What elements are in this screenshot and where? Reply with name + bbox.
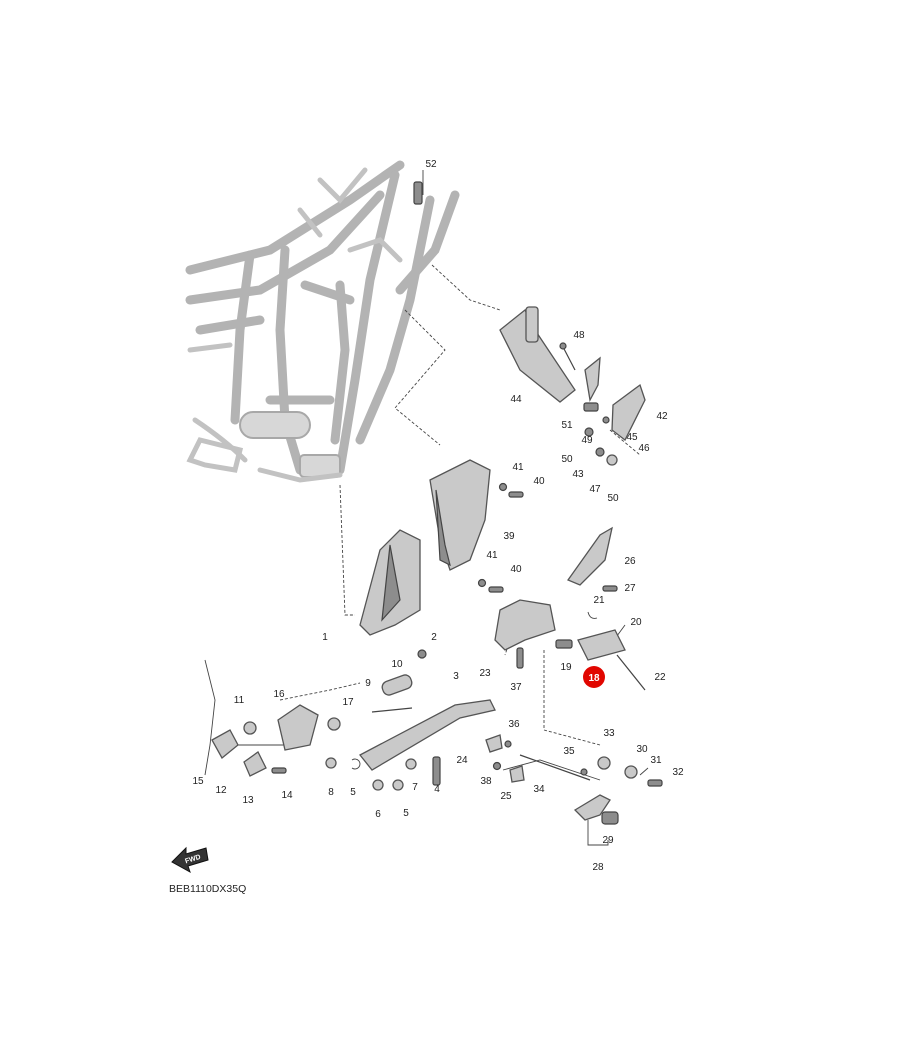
label-41-a: 41 — [512, 462, 524, 473]
fwd-label: FWD — [184, 854, 201, 866]
leader-lines — [230, 170, 641, 846]
label-32: 32 — [672, 767, 684, 778]
label-11: 11 — [234, 695, 245, 706]
label-43: 43 — [572, 469, 584, 480]
label-19: 19 — [560, 662, 572, 673]
label-49: 49 — [581, 435, 593, 446]
label-6: 6 — [375, 809, 381, 820]
label-21: 21 — [593, 595, 605, 606]
label-18-highlighted[interactable]: 18 — [588, 673, 600, 684]
diagram-code: BEB1110DX35Q — [169, 883, 246, 895]
label-24: 24 — [456, 755, 468, 766]
label-34: 34 — [533, 784, 545, 795]
label-29: 29 — [602, 835, 614, 846]
label-20: 20 — [630, 617, 642, 628]
label-45: 45 — [626, 432, 638, 443]
label-14: 14 — [281, 790, 293, 801]
label-9: 9 — [365, 678, 371, 689]
forward-direction-arrow-icon: FWD — [171, 846, 209, 874]
label-15: 15 — [192, 776, 204, 787]
label-16: 16 — [273, 689, 285, 700]
label-50-b: 50 — [607, 493, 619, 504]
parts — [204, 181, 663, 825]
label-35: 35 — [563, 746, 575, 757]
label-31: 31 — [650, 755, 662, 766]
label-13: 13 — [242, 795, 254, 806]
label-46: 46 — [638, 443, 650, 454]
label-5-a: 5 — [350, 787, 356, 798]
label-17: 17 — [342, 697, 354, 708]
label-30: 30 — [636, 744, 648, 755]
label-12: 12 — [215, 785, 227, 796]
label-2: 2 — [431, 632, 437, 643]
label-52: 52 — [425, 159, 437, 170]
label-26: 26 — [624, 556, 636, 567]
label-3: 3 — [453, 671, 459, 682]
label-27: 27 — [624, 583, 636, 594]
label-39: 39 — [503, 531, 515, 542]
label-33: 33 — [603, 728, 615, 739]
label-25: 25 — [500, 791, 512, 802]
label-47: 47 — [589, 484, 601, 495]
label-10: 10 — [391, 659, 403, 670]
label-5-b: 5 — [403, 808, 409, 819]
label-42: 42 — [656, 411, 668, 422]
label-1: 1 — [322, 632, 328, 643]
label-8: 8 — [328, 787, 334, 798]
highlighted-part-badge[interactable]: 18 — [583, 666, 605, 688]
label-48: 48 — [573, 330, 585, 341]
label-50-a: 50 — [561, 454, 573, 465]
label-28: 28 — [592, 862, 604, 873]
label-4: 4 — [434, 784, 440, 795]
label-51: 51 — [561, 420, 573, 431]
label-37: 37 — [510, 682, 522, 693]
label-40-b: 40 — [510, 564, 522, 575]
label-41-b: 41 — [486, 550, 498, 561]
label-40-a: 40 — [533, 476, 545, 487]
part-labels: 52 48 44 42 51 49 45 46 50 43 47 50 41 4… — [192, 159, 684, 873]
label-23: 23 — [479, 668, 491, 679]
label-38: 38 — [480, 776, 492, 787]
label-22: 22 — [654, 672, 666, 683]
label-36: 36 — [508, 719, 520, 730]
label-7: 7 — [412, 782, 418, 793]
motorcycle-frame — [185, 160, 460, 483]
label-44: 44 — [510, 394, 522, 405]
